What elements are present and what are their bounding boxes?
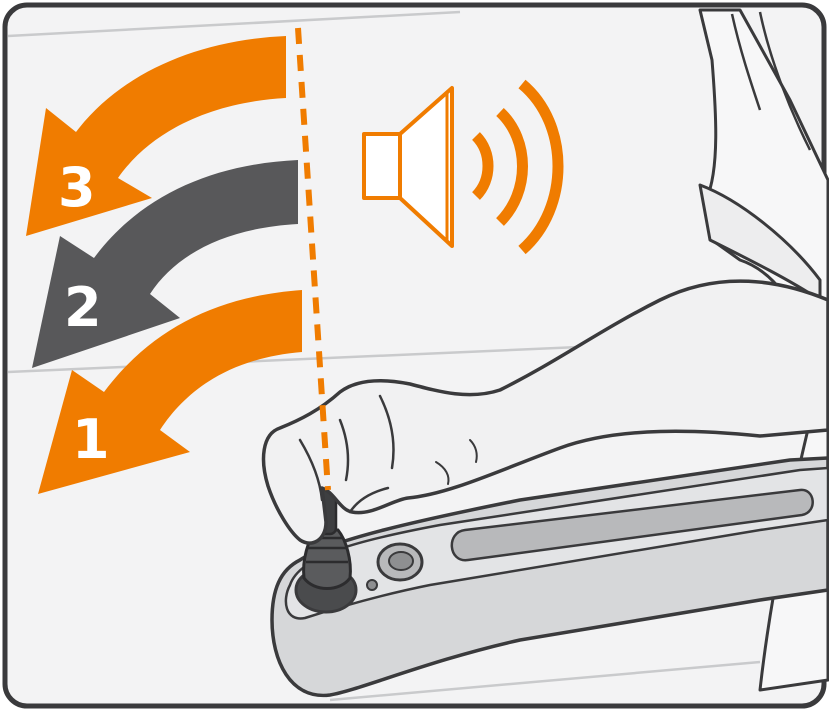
step-1-number: 1 [72, 408, 110, 471]
small-indicator [367, 580, 377, 590]
step-3-number: 3 [58, 156, 96, 219]
step-2-number: 2 [64, 276, 102, 339]
round-button-inner [389, 552, 413, 570]
